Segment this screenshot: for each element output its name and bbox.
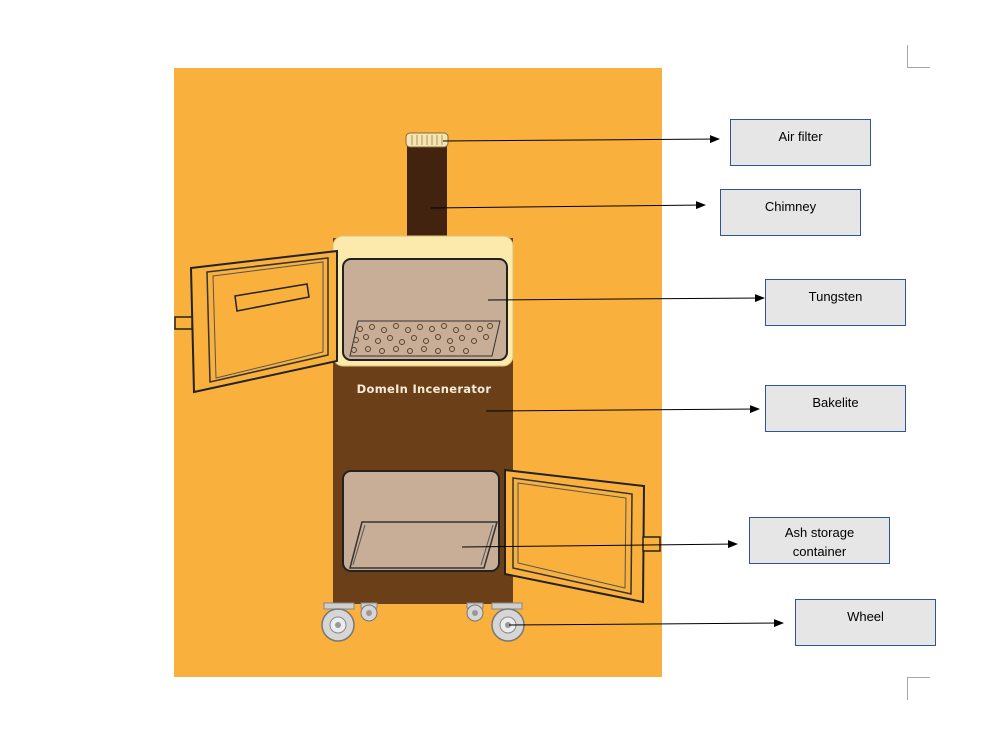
label-ash-storage-line2: container — [792, 544, 847, 559]
upper-door-handle — [174, 316, 193, 330]
arrow-bakelite — [485, 405, 760, 414]
label-chimney-text: Chimney — [764, 199, 817, 214]
label-air-filter-text: Air filter — [778, 129, 823, 144]
ash-storage-container — [349, 521, 498, 569]
wheel-back-left — [360, 602, 378, 622]
arrow-tungsten — [487, 294, 765, 303]
wheel-front-left — [321, 602, 355, 642]
label-ash-storage: Ash storage container — [749, 517, 890, 564]
arrow-air-filter — [442, 135, 720, 144]
brand-text: DomeIn Incenerator — [357, 382, 492, 396]
crop-mark-bottom — [907, 677, 930, 700]
arrow-ash-storage — [461, 540, 738, 549]
label-air-filter: Air filter — [730, 119, 871, 166]
arrow-wheel — [508, 619, 784, 628]
wheel-back-right — [466, 602, 484, 622]
arrow-chimney — [430, 201, 706, 210]
upper-door — [174, 249, 338, 394]
label-tungsten-text: Tungsten — [808, 289, 863, 304]
label-ash-storage-line1: Ash storage — [784, 525, 855, 540]
label-tungsten: Tungsten — [765, 279, 906, 326]
lower-door — [504, 468, 661, 604]
tungsten-pellets — [351, 323, 493, 354]
label-wheel: Wheel — [795, 599, 936, 646]
label-bakelite: Bakelite — [765, 385, 906, 432]
crop-mark-top — [907, 45, 930, 68]
chimney — [407, 146, 447, 238]
air-filter — [405, 132, 449, 148]
wheel-front-right — [491, 602, 525, 642]
label-bakelite-text: Bakelite — [812, 395, 859, 410]
label-wheel-text: Wheel — [847, 609, 884, 624]
label-chimney: Chimney — [720, 189, 861, 236]
lower-door-handle — [642, 536, 661, 552]
